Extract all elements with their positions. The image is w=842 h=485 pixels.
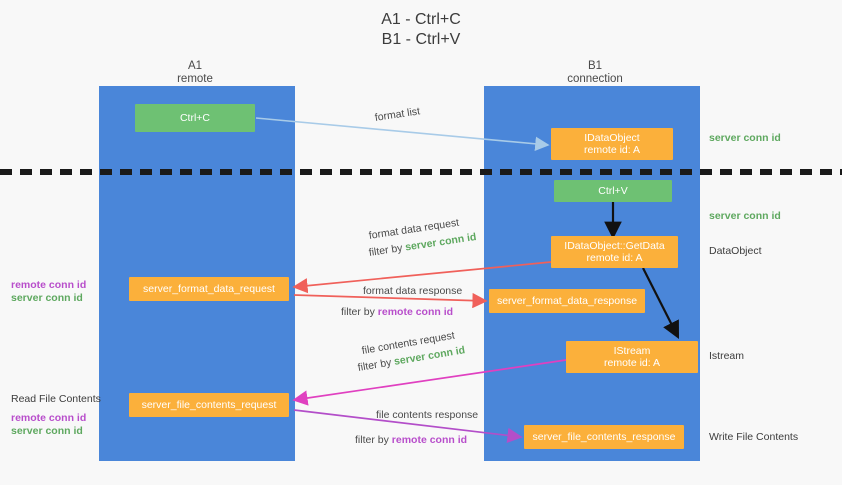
- box-server-file-contents-response[interactable]: server_file_contents_response: [524, 425, 684, 449]
- column-header-b1-sub: connection: [567, 73, 623, 85]
- note-server-conn-id-left-1: server conn id: [11, 292, 83, 304]
- column-header-b1: B1 connection: [540, 60, 650, 86]
- note-remote-conn-id-1: remote conn id: [11, 279, 87, 291]
- diagram-title: A1 - Ctrl+C B1 - Ctrl+V: [0, 10, 842, 50]
- column-header-a1-sub: remote: [177, 73, 213, 85]
- arrow-getdata-to-istream: [642, 267, 679, 339]
- arrow-format-data-response: [293, 292, 488, 309]
- box-ctrl-v-label: Ctrl+V: [598, 184, 628, 197]
- filter-remote-conn-id-1: remote conn id: [377, 306, 454, 318]
- filter-by-prefix-2: filter by: [341, 306, 378, 318]
- title-line-2: B1 - Ctrl+V: [381, 31, 461, 48]
- edge-label-file-contents-response: file contents response: [376, 409, 478, 422]
- box-ctrl-c[interactable]: Ctrl+C: [135, 104, 255, 132]
- edge-label-format-data-response: format data response: [363, 285, 462, 298]
- box-istream-line2: remote id: A: [603, 357, 661, 369]
- box-server-format-data-request[interactable]: server_format_data_request: [129, 277, 289, 301]
- box-ctrl-v[interactable]: Ctrl+V: [554, 180, 672, 202]
- divider-dashed: [0, 169, 842, 175]
- arrow-format-data-request: [292, 261, 552, 294]
- arrow-format-list: [255, 117, 550, 151]
- edge-label-file-contents-response-text: file contents response: [376, 409, 479, 421]
- box-server-file-contents-request[interactable]: server_file_contents_request: [129, 393, 289, 417]
- arrow-file-contents-response: [293, 409, 523, 443]
- box-idataobject-getdata[interactable]: IDataObject::GetData remote id: A: [551, 236, 678, 268]
- box-ctrl-c-label: Ctrl+C: [179, 111, 211, 124]
- box-idataobject-top-line1: IDataObject: [584, 131, 640, 144]
- box-server-file-contents-request-label: server_file_contents_request: [141, 398, 277, 411]
- box-idataobject-top[interactable]: IDataObject remote id: A: [551, 128, 673, 160]
- box-server-format-data-response-label: server_format_data_response: [496, 294, 638, 307]
- filter-remote-conn-id-2: remote conn id: [391, 434, 468, 446]
- note-istream: Istream: [709, 350, 745, 362]
- note-server-conn-id-second: server conn id: [709, 210, 781, 222]
- note-read-file-contents: Read File Contents: [11, 393, 101, 405]
- filter-by-prefix-4: filter by: [355, 434, 392, 446]
- column-header-b1-name: B1: [587, 60, 603, 72]
- note-write-file-contents: Write File Contents: [709, 431, 799, 443]
- note-server-conn-id-top: server conn id: [709, 132, 781, 144]
- edge-label-filter-format-data-response: filter by remote conn id: [341, 306, 453, 319]
- note-dataobject: DataObject: [709, 245, 762, 257]
- note-server-conn-id-left-2: server conn id: [11, 425, 83, 437]
- box-idataobject-getdata-line1: IDataObject::GetData: [564, 239, 665, 252]
- box-server-format-data-request-label: server_format_data_request: [143, 282, 275, 295]
- box-idataobject-top-line2: remote id: A: [583, 144, 641, 156]
- note-remote-conn-id-2: remote conn id: [11, 412, 87, 424]
- box-server-file-contents-response-label: server_file_contents_response: [532, 430, 676, 443]
- title-line-1: A1 - Ctrl+C: [381, 11, 461, 28]
- edge-label-filter-file-contents-response: filter by remote conn id: [355, 434, 467, 447]
- arrow-file-contents-request: [292, 359, 567, 406]
- box-server-format-data-response[interactable]: server_format_data_response: [489, 289, 645, 313]
- column-header-a1: A1 remote: [140, 60, 250, 86]
- column-header-a1-name: A1: [187, 60, 203, 72]
- box-istream-line1: IStream: [613, 344, 651, 357]
- box-idataobject-getdata-line2: remote id: A: [586, 252, 643, 264]
- edge-label-format-data-response-text: format data response: [363, 285, 463, 297]
- box-istream[interactable]: IStream remote id: A: [566, 341, 698, 373]
